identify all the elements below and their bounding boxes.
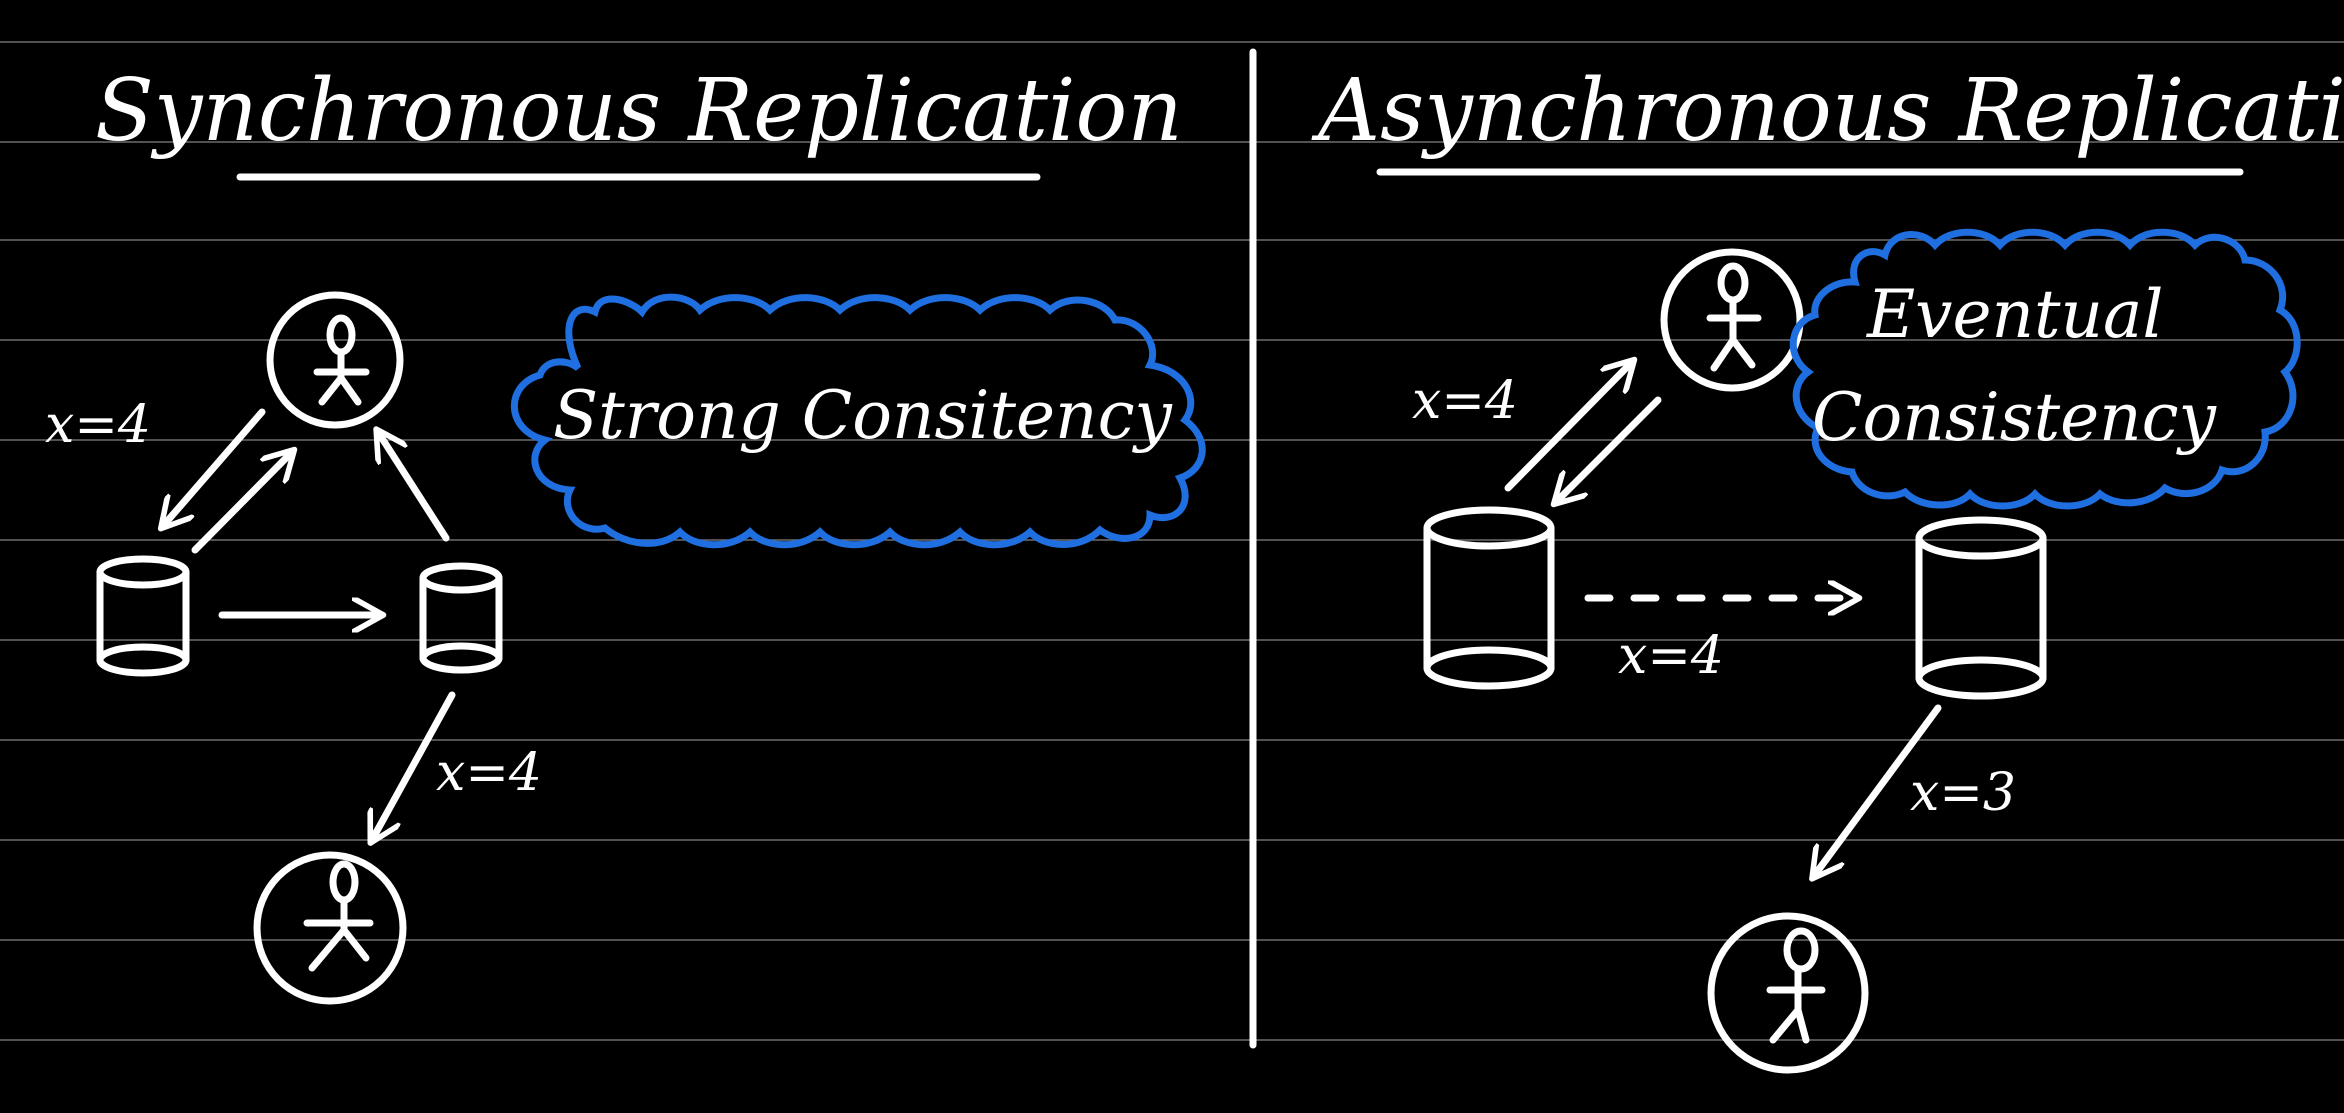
async-label-write: x=4	[1412, 371, 1518, 431]
sync-client-bottom	[253, 851, 407, 1005]
arrow-replica-to-reader	[1814, 704, 1942, 876]
async-title: Asynchronous Replication	[1311, 61, 2344, 161]
user-icon	[1706, 262, 1762, 372]
sync-db-replica	[419, 562, 503, 674]
async-db-replica	[1915, 516, 2047, 700]
arrow-client-to-primary	[1556, 396, 1662, 502]
sync-db-primary	[96, 555, 190, 677]
user-icon	[303, 860, 374, 972]
database-icon	[419, 562, 503, 674]
arrow-client-to-primary	[163, 408, 266, 526]
database-icon	[96, 555, 190, 677]
sync-client-top	[266, 291, 404, 429]
async-label-replication: x=4	[1618, 626, 1724, 686]
arrow-replica-to-client	[378, 432, 450, 542]
database-icon	[1423, 506, 1555, 690]
cloud-outline	[1789, 228, 2301, 510]
sync-panel: Synchronous Replication Strong Consitenc…	[45, 61, 1206, 1005]
eventual-consistency-cloud: Eventual Consistency	[1789, 228, 2301, 510]
sync-label-write: x=4	[45, 395, 151, 455]
arrow-primary-to-client	[191, 452, 292, 554]
sync-label-read: x=4	[436, 743, 542, 803]
user-icon	[1766, 927, 1826, 1044]
user-icon	[313, 314, 370, 406]
strong-consistency-cloud: Strong Consitency	[510, 293, 1206, 549]
async-label-read: x=3	[1910, 763, 2016, 823]
async-panel: Asynchronous Replication Eventual Consis…	[1311, 61, 2344, 1074]
async-client-bottom	[1707, 912, 1869, 1074]
cloud-text-line2: Consistency	[1812, 379, 2217, 456]
cloud-text-line1: Eventual	[1866, 276, 2164, 353]
async-client-top	[1660, 248, 1804, 392]
async-db-primary	[1423, 506, 1555, 690]
ruled-lines	[0, 41, 2344, 1041]
arrow-replica-to-reader	[372, 691, 456, 840]
database-icon	[1915, 516, 2047, 700]
cloud-text: Strong Consitency	[553, 377, 1173, 454]
sync-title: Synchronous Replication	[95, 61, 1183, 161]
cloud-outline	[510, 293, 1206, 549]
arrow-primary-to-client	[1504, 362, 1632, 492]
